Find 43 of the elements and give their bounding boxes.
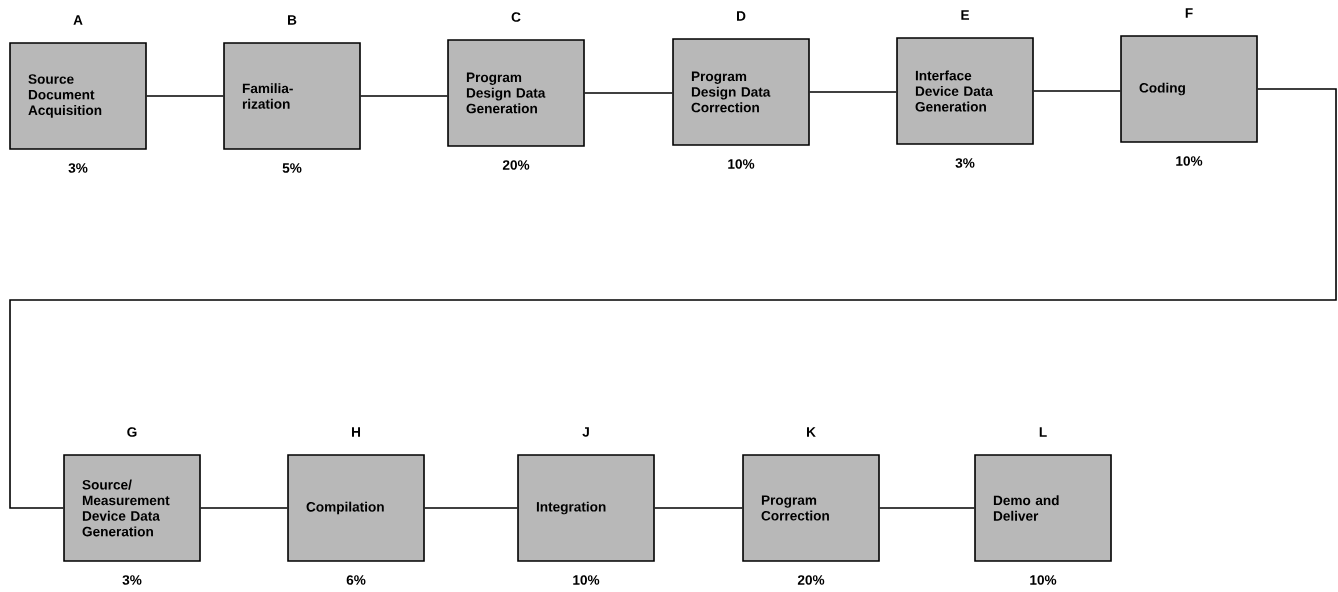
process-box: Compilation [287, 454, 425, 562]
connector-line [9, 88, 1337, 509]
connector-line [424, 507, 518, 509]
percentage-label: 3% [68, 163, 88, 173]
percentage-label: 6% [346, 575, 366, 585]
process-box: Source/ Measurement Device Data Generation [63, 454, 201, 562]
step-letter: C [511, 12, 521, 22]
step-letter: G [127, 427, 137, 437]
percentage-label: 10% [1030, 575, 1057, 585]
process-box: Source Document Acquisition [9, 42, 147, 150]
process-box: Demo and Deliver [974, 454, 1112, 562]
percentage-label: 3% [122, 575, 142, 585]
process-box: Program Design Data Correction [672, 38, 810, 146]
connector-line [654, 507, 743, 509]
step-letter: J [582, 427, 589, 437]
step-letter: F [1185, 8, 1193, 18]
connector-line [146, 95, 224, 97]
connector-line [879, 507, 975, 509]
step-letter: L [1039, 427, 1047, 437]
percentage-label: 5% [282, 163, 302, 173]
connector-line [1033, 90, 1121, 92]
process-box: Integration [517, 454, 655, 562]
connector-line [360, 95, 448, 97]
percentage-label: 3% [955, 158, 975, 168]
step-letter: H [352, 427, 360, 437]
process-box: Program Correction [742, 454, 880, 562]
percentage-label: 10% [728, 159, 755, 169]
step-letter: E [961, 10, 970, 20]
process-box: Program Design Data Generation [447, 39, 585, 147]
connector-line [584, 92, 673, 94]
process-box: Coding [1120, 35, 1258, 143]
step-letter: B [288, 15, 297, 25]
step-letter: D [737, 11, 746, 21]
step-letter: A [73, 15, 83, 25]
percentage-label: 10% [1176, 156, 1203, 166]
step-letter: K [807, 427, 816, 437]
percentage-label: 20% [797, 575, 825, 585]
percentage-label: 10% [573, 575, 600, 585]
connector-line [809, 91, 897, 93]
connector-line [200, 507, 288, 509]
process-box: Familia- rization [223, 42, 361, 150]
process-box: Interface Device Data Generation [896, 37, 1034, 145]
percentage-label: 20% [502, 160, 530, 170]
